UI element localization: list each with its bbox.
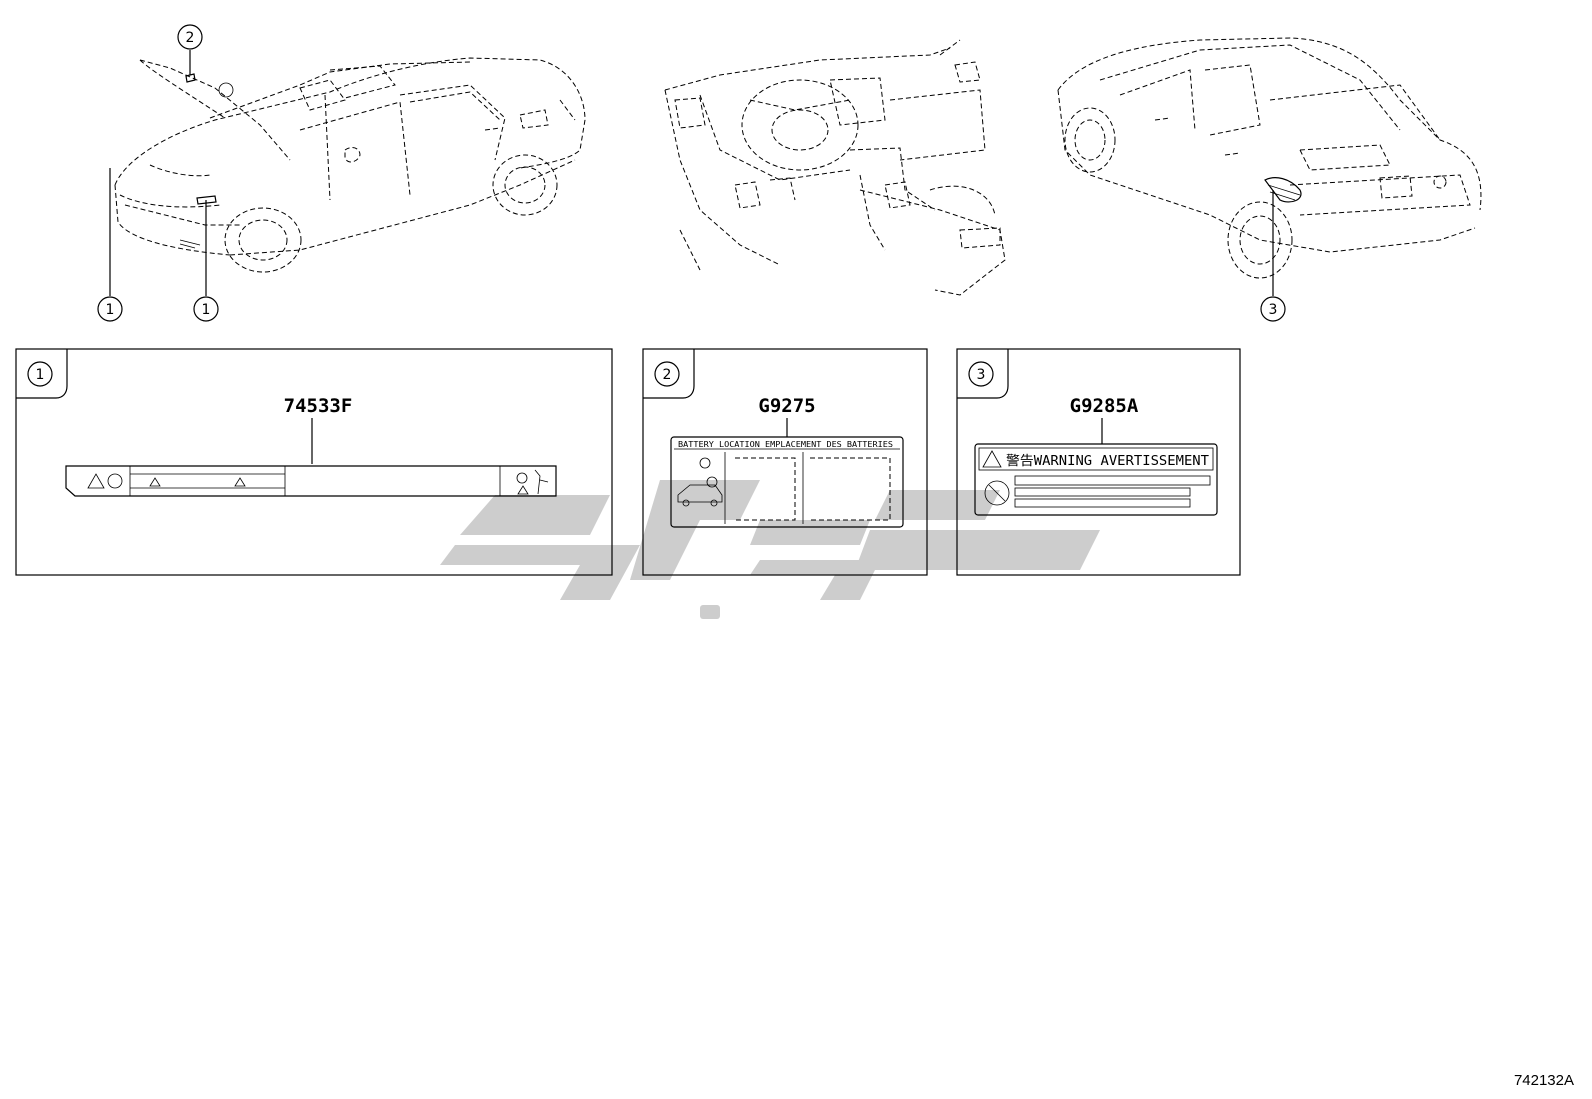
car3-callouts xyxy=(1260,190,1286,322)
car-interior-view xyxy=(664,39,1006,296)
diagram-id: 742132A xyxy=(1513,1072,1574,1089)
callout-1a: 1 xyxy=(106,302,115,318)
panel-2-index: 2 xyxy=(663,367,672,383)
panel-3-warning-text: 警告WARNING AVERTISSEMENT xyxy=(1006,453,1209,469)
panel-3 xyxy=(956,348,1241,576)
car1-callouts xyxy=(97,24,219,322)
car-front-view xyxy=(114,57,586,273)
callout-1b: 1 xyxy=(202,302,211,318)
callout-2: 2 xyxy=(186,30,195,46)
panel-2 xyxy=(642,348,928,576)
panel-2-part-number: G9275 xyxy=(758,395,815,417)
car-rear-view xyxy=(1057,37,1482,279)
panel-1-part-number: 74533F xyxy=(284,395,353,417)
panel-3-part-number: G9285A xyxy=(1070,395,1139,417)
panel-3-index: 3 xyxy=(977,367,986,383)
panel-2-label-header: BATTERY LOCATION EMPLACEMENT DES BATTERI… xyxy=(678,440,893,449)
panel-1-index: 1 xyxy=(36,367,45,383)
callout-3: 3 xyxy=(1269,302,1278,318)
watermark-logo xyxy=(440,480,1100,619)
panel-1 xyxy=(15,348,613,576)
